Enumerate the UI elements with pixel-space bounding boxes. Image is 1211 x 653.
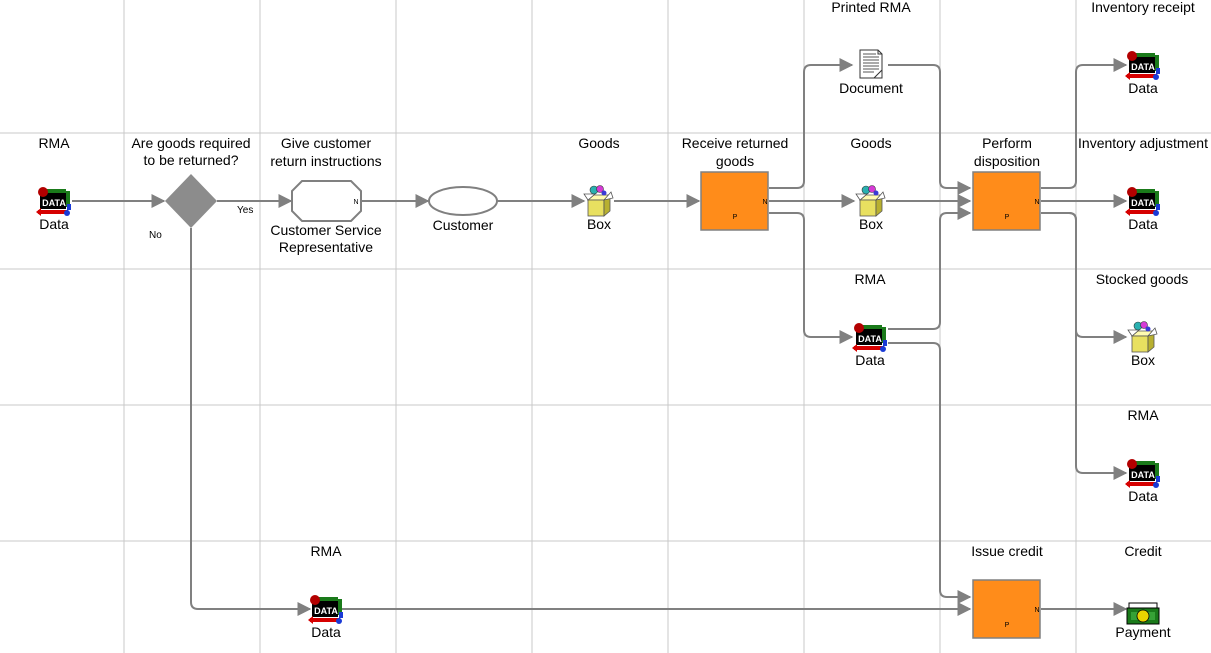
customer-node[interactable]: Customer <box>428 186 498 233</box>
node-caption: Data <box>1128 216 1158 232</box>
activity-caption-line1: Customer Service <box>270 222 381 238</box>
activity-title-line1: Perform <box>982 135 1032 151</box>
activity-give-instructions[interactable]: Give customer return instructions N Cust… <box>270 135 381 255</box>
activity-box <box>972 579 1041 639</box>
activity-title-line2: disposition <box>974 153 1040 169</box>
connector <box>888 64 972 195</box>
activity-title-line2: goods <box>716 153 754 169</box>
node-caption: Data <box>855 352 885 368</box>
customer-ellipse <box>428 186 498 216</box>
node-caption: Data <box>39 216 69 232</box>
data-glyph-label: DATA <box>858 334 882 344</box>
box-icon <box>855 185 886 217</box>
node-title: RMA <box>1127 407 1159 423</box>
activity-box <box>700 171 769 231</box>
data-node-rma-mid[interactable]: RMA DATA Data <box>852 271 887 368</box>
activity-marker-n: N <box>1034 607 1039 614</box>
connector <box>769 58 854 189</box>
node-caption: Payment <box>1115 624 1170 640</box>
activity-title-line2: return instructions <box>270 153 381 169</box>
node-caption: Document <box>839 80 903 96</box>
decision-node[interactable]: Are goods required to be returned? Yes N… <box>131 135 253 241</box>
data-glyph-label: DATA <box>1131 62 1155 72</box>
decision-title-line1: Are goods required <box>131 135 250 151</box>
activity-shape <box>291 180 362 222</box>
connector <box>190 228 312 616</box>
activity-title: Issue credit <box>971 543 1043 559</box>
activity-marker-p: P <box>1005 622 1010 629</box>
payment-node-credit[interactable]: Credit Payment <box>1115 543 1170 640</box>
node-caption: Box <box>587 216 611 232</box>
activity-receive-goods[interactable]: Receive returned goods N P <box>682 135 789 231</box>
node-caption: Box <box>1131 352 1155 368</box>
node-caption: Data <box>1128 80 1158 96</box>
decision-no-label: No <box>149 230 162 241</box>
data-glyph-label: DATA <box>42 198 66 208</box>
box-icon <box>1127 321 1158 353</box>
node-caption: Data <box>1128 488 1158 504</box>
box-node-stocked-goods[interactable]: Stocked goods Box <box>1096 271 1189 368</box>
node-title: Inventory adjustment <box>1078 135 1208 151</box>
activity-issue-credit[interactable]: Issue credit N P <box>971 543 1043 639</box>
document-node-printed-rma[interactable]: Printed RMA Document <box>831 0 911 96</box>
connector <box>888 206 972 330</box>
node-caption: Data <box>311 624 341 640</box>
box-icon <box>583 185 614 217</box>
node-title: Printed RMA <box>831 0 911 15</box>
data-node-inventory-adjustment[interactable]: Inventory adjustment DATA Data <box>1078 135 1208 232</box>
box-node-goods-2[interactable]: Goods Box <box>850 135 891 232</box>
node-title: RMA <box>310 543 342 559</box>
node-caption: Box <box>859 216 883 232</box>
activity-perform-disposition[interactable]: Perform disposition N P <box>972 135 1041 231</box>
activity-marker: N <box>353 199 358 206</box>
connector <box>1041 212 1128 480</box>
data-node-rma-bottom[interactable]: RMA DATA Data <box>308 543 343 640</box>
document-icon <box>859 49 883 79</box>
node-caption: Customer <box>433 217 494 233</box>
connector <box>769 212 854 344</box>
data-glyph-label: DATA <box>1131 470 1155 480</box>
activity-title-line1: Give customer <box>281 135 372 151</box>
activity-marker-n: N <box>1034 199 1039 206</box>
node-title: Goods <box>578 135 619 151</box>
data-node-rma-start[interactable]: RMA DATA Data <box>36 135 71 232</box>
decision-yes-label: Yes <box>237 205 253 216</box>
decision-title-line2: to be returned? <box>144 152 239 168</box>
box-node-goods-1[interactable]: Goods Box <box>578 135 619 232</box>
node-title: Goods <box>850 135 891 151</box>
node-title: RMA <box>38 135 70 151</box>
activity-marker-n: N <box>762 199 767 206</box>
node-title: Credit <box>1124 543 1161 559</box>
activity-title-line1: Receive returned <box>682 135 789 151</box>
payment-icon <box>1126 602 1160 625</box>
activity-marker-p: P <box>733 214 738 221</box>
data-glyph-label: DATA <box>314 606 338 616</box>
decision-diamond <box>165 174 217 228</box>
connector <box>888 342 972 604</box>
data-node-rma-right[interactable]: RMA DATA Data <box>1125 407 1160 504</box>
connectors <box>72 58 1128 616</box>
node-title: Stocked goods <box>1096 271 1189 287</box>
node-title: RMA <box>854 271 886 287</box>
data-glyph-label: DATA <box>1131 198 1155 208</box>
activity-box <box>972 171 1041 231</box>
connector <box>1041 58 1128 189</box>
activity-caption-line2: Representative <box>279 239 373 255</box>
data-node-inventory-receipt[interactable]: Inventory receipt DATA Data <box>1091 0 1195 96</box>
node-title: Inventory receipt <box>1091 0 1195 15</box>
activity-marker-p: P <box>1005 214 1010 221</box>
